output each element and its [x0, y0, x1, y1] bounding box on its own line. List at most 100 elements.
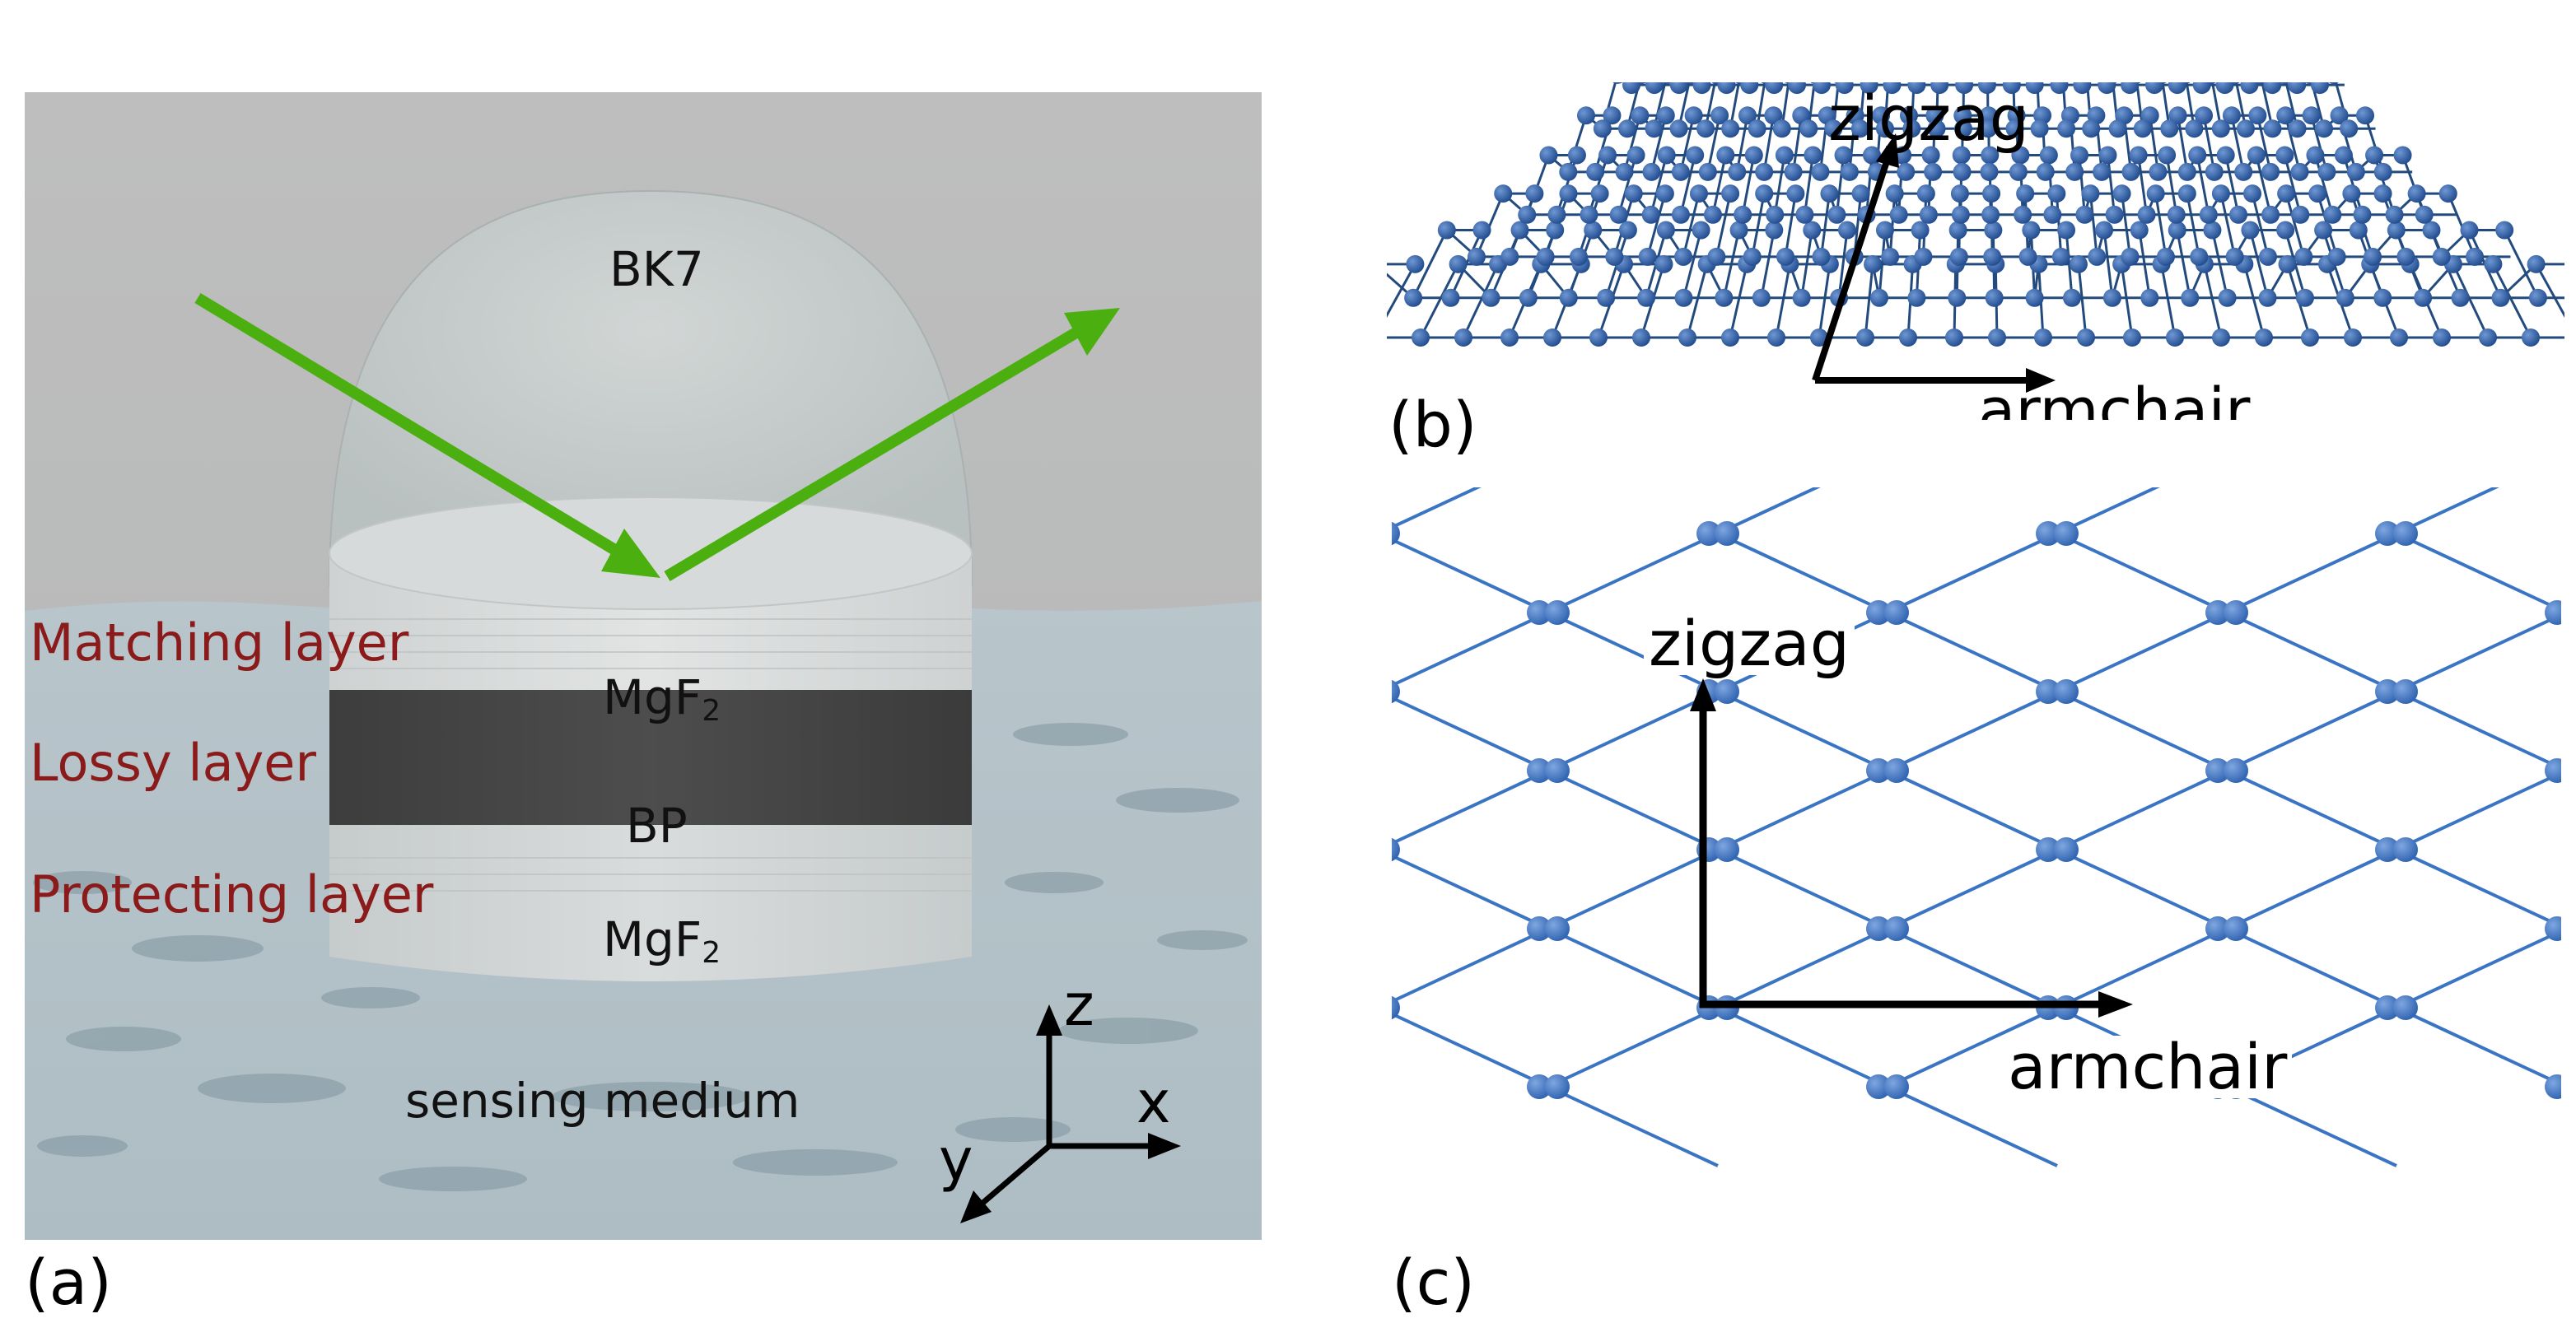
phosphorus-atom	[2140, 288, 2159, 307]
p-p-bond	[2226, 927, 2397, 1009]
phosphorus-atom	[2168, 221, 2186, 240]
phosphorus-atom	[2301, 328, 2319, 347]
phosphorus-atom	[1803, 221, 1822, 240]
phosphorus-atom	[2121, 247, 2140, 266]
phosphorus-atom	[1840, 162, 1859, 181]
phosphorus-atom	[2240, 82, 2259, 95]
phosphorus-atom	[2393, 521, 2418, 546]
p-p-bond	[1751, 193, 1766, 258]
phosphorus-atom	[1884, 600, 1909, 625]
phosphorus-atom	[1543, 328, 1561, 347]
p-p-bond	[2251, 193, 2270, 258]
phosphorus-atom	[2185, 119, 2204, 138]
phosphorus-atom	[2009, 162, 2028, 181]
phosphorus-atom	[1536, 247, 1555, 266]
phosphorus-atom	[1559, 184, 1578, 203]
water-ripples	[33, 723, 1248, 1191]
top-mgf2-subscript: 2	[702, 693, 721, 728]
p-p-bond	[1392, 696, 1549, 772]
phosphorus-atom	[1586, 162, 1605, 181]
phosphorus-atom	[1784, 162, 1803, 181]
p-p-bond	[1711, 155, 1727, 216]
phosphorus-atom	[1527, 1074, 1552, 1099]
x-axis-label: x	[1136, 1069, 1171, 1136]
p-p-bond	[2452, 263, 2490, 338]
direction-arrows	[1690, 678, 2133, 1018]
phosphorus-atom	[1645, 119, 1664, 138]
p-p-bond	[1741, 155, 1756, 216]
phosphorus-atom	[2317, 162, 2336, 181]
phosphorus-atom	[1580, 205, 1598, 224]
phosphorus-atom	[2137, 205, 2156, 224]
bottom-mgf2-subscript: 2	[702, 935, 721, 970]
phosphorus-atom	[2146, 184, 2165, 203]
phosphorus-atom	[2121, 162, 2140, 181]
phosphorus-atom	[1392, 837, 1400, 862]
top-mgf2-label: MgF2	[603, 673, 721, 726]
phosphorus-atom	[1654, 254, 1673, 273]
phosphorus-atom	[2314, 221, 2333, 240]
phosphorus-atom	[2222, 106, 2241, 125]
p-p-bond	[1775, 263, 1791, 338]
phosphorus-atom	[1902, 119, 1921, 138]
phosphorus-atom	[2373, 288, 2392, 307]
phosphorus-atom	[1812, 82, 1831, 95]
phosphorus-atom	[1467, 247, 1486, 266]
phosphorus-atom	[1609, 205, 1628, 224]
p-p-bond	[2230, 114, 2245, 173]
phosphorus-atom	[1637, 288, 1656, 307]
p-p-bond	[1392, 927, 1549, 1004]
phosphorus-atom	[2308, 184, 2327, 203]
phosphorus-atom	[1669, 82, 1688, 95]
phosphorus-atom	[1593, 119, 1612, 138]
phosphorus-atom	[2390, 328, 2408, 347]
phosphorus-atom	[1567, 146, 1586, 165]
phosphorus-atom	[2093, 162, 2112, 181]
phosphorus-atom	[1449, 254, 1468, 273]
phosphorus-atom	[2545, 1074, 2561, 1099]
p-p-bond	[2088, 193, 2098, 258]
phosphorus-atom	[1707, 247, 1726, 266]
phosphorus-atom	[2243, 184, 2262, 203]
p-p-bond	[1392, 538, 1549, 614]
phosphorus-atom	[1776, 247, 1795, 266]
phosphorus-atom	[1482, 288, 1500, 307]
p-p-bond	[1803, 155, 1814, 216]
phosphorus-atom	[2133, 119, 2152, 138]
phosphorus-atom	[2275, 146, 2294, 165]
light-beam	[194, 293, 1120, 582]
phosphorus-atom	[1953, 162, 1972, 181]
armchair-arrow-head	[2026, 368, 2056, 393]
phosphorus-atom	[2011, 146, 2030, 165]
p-p-bond	[2503, 229, 2540, 299]
phosphorus-atom	[1856, 328, 1874, 347]
p-p-bond	[1717, 487, 1821, 535]
phosphorus-atom	[1641, 205, 1660, 224]
phosphorus-atom	[1810, 328, 1828, 347]
phosphorus-atom	[1914, 247, 1933, 266]
phosphorus-atom	[1657, 146, 1676, 165]
phosphorus-atom	[1916, 184, 1935, 203]
phosphorus-atom	[2248, 106, 2267, 125]
phosphorus-atom	[2288, 119, 2307, 138]
phosphorus-atom	[2323, 205, 2342, 224]
phosphorus-atom	[1984, 221, 2003, 240]
phosphorus-atom	[1692, 221, 1710, 240]
p-p-bond	[1762, 115, 1775, 173]
phosphorus-atom	[2334, 146, 2353, 165]
phosphorus-atom	[2290, 162, 2309, 181]
p-p-bond	[2396, 929, 2561, 1009]
p-p-bond	[2056, 532, 2228, 614]
p-p-bond	[2196, 155, 2210, 216]
phosphorus-atom	[2385, 205, 2404, 224]
p-p-bond	[1387, 263, 1416, 319]
phosphorus-atom	[1863, 146, 1882, 165]
phosphorus-atom	[2393, 679, 2418, 704]
phosphorus-atom	[1698, 162, 1717, 181]
panel-b-armchair-label: armchair	[1978, 375, 2251, 420]
p-p-bond	[2165, 155, 2178, 216]
phosphorus-atom	[1827, 205, 1846, 224]
phosphorus-atom	[1559, 288, 1578, 307]
layer-texture	[329, 618, 972, 892]
phosphorus-atom	[1622, 82, 1641, 95]
